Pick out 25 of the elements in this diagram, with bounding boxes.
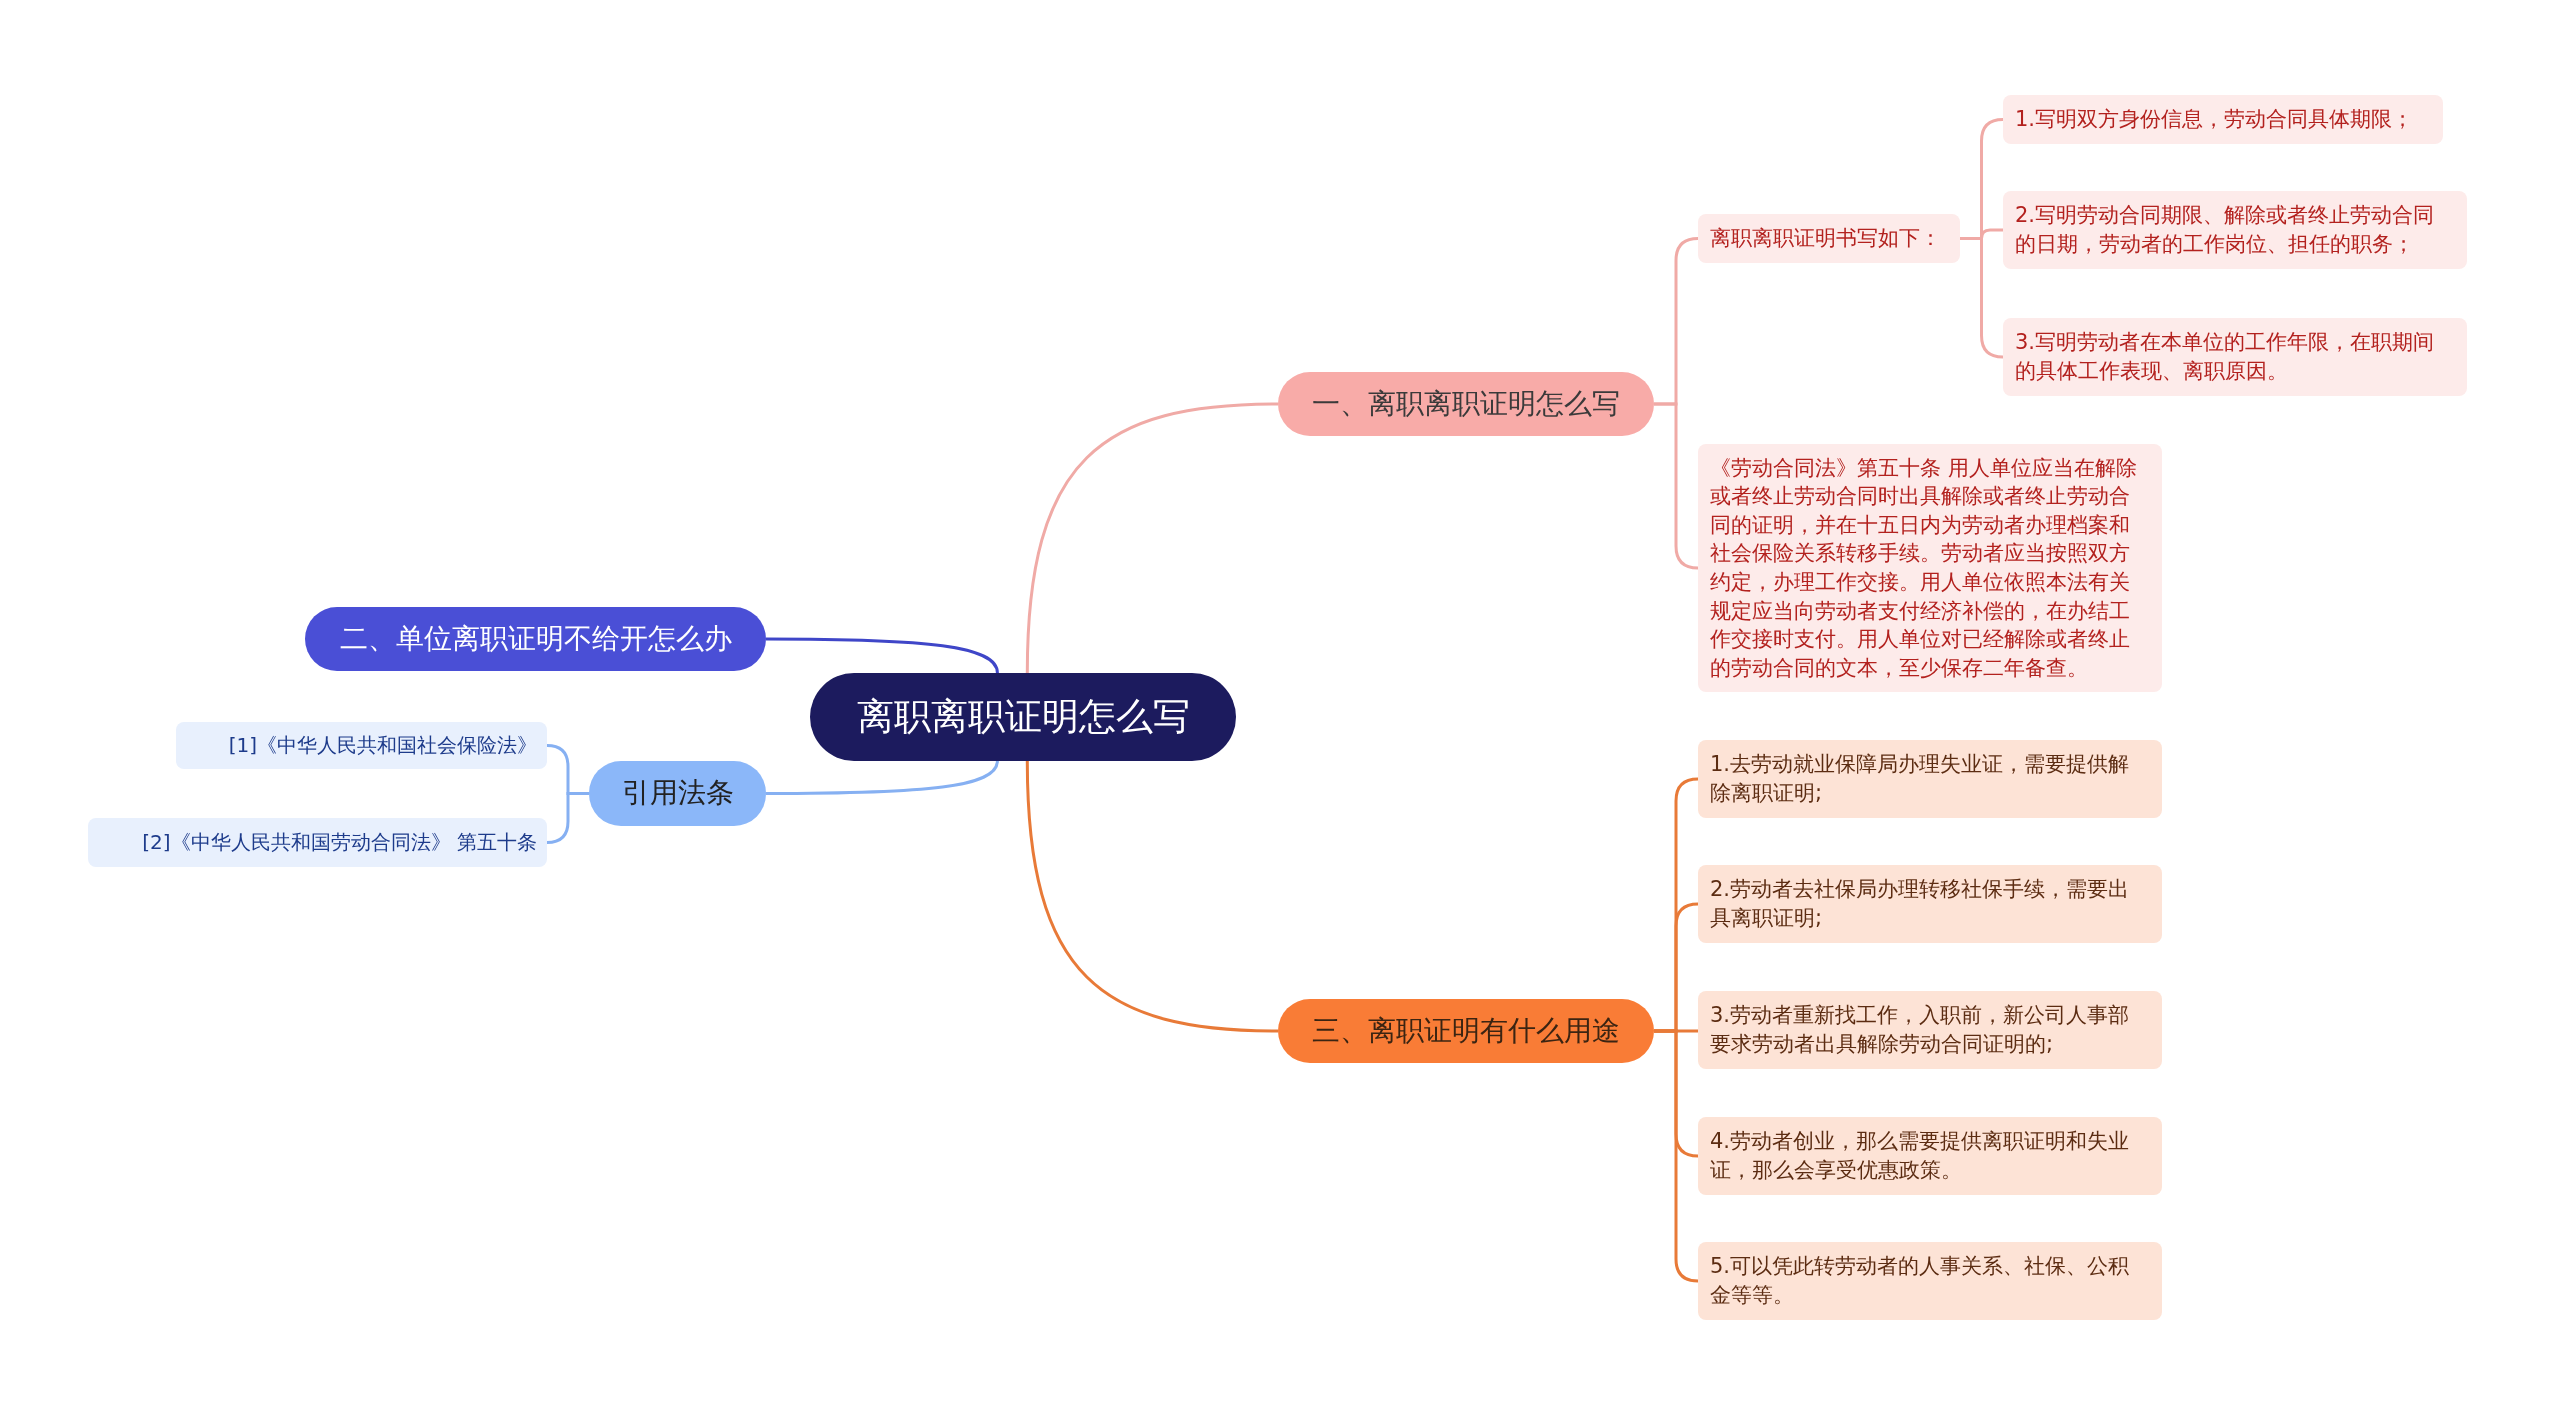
branch-line xyxy=(545,792,589,844)
subtopic-card: 3.写明劳动者在本单位的工作年限，在职期间的具体工作表现、离职原因。 xyxy=(2003,318,2467,396)
subtopic-card: 离职离职证明书写如下： xyxy=(1698,214,1960,263)
subtopic-card: 5.可以凭此转劳动者的人事关系、社保、公积金等等。 xyxy=(1698,1242,2162,1320)
branch-line xyxy=(766,637,999,674)
subtopic-card: 3.劳动者重新找工作，入职前，新公司人事部要求劳动者出具解除劳动合同证明的; xyxy=(1698,991,2162,1069)
reference-card: [1]《中华人民共和国社会保险法》 xyxy=(176,722,547,769)
branch-line xyxy=(1025,760,1279,1033)
main-topic: 三、离职证明有什么用途 xyxy=(1278,999,1654,1063)
main-topic: 二、单位离职证明不给开怎么办 xyxy=(305,607,766,671)
branch-line xyxy=(766,760,999,795)
subtopic-card: 1.去劳动就业保障局办理失业证，需要提供解除离职证明; xyxy=(1698,740,2162,818)
subtopic-card: 4.劳动者创业，那么需要提供离职证明和失业证，那么会享受优惠政策。 xyxy=(1698,1117,2162,1195)
subtopic-card: 《劳动合同法》第五十条 用人单位应当在解除或者终止劳动合同时出具解除或者终止劳动合同的证明，并在十五日内为劳动者办理档案和社会保险关系转移手续。劳动者应当按照双方约定，办理工作交接。用人单位依照本法有关规定应当向劳动者支付经济补偿的，在办结工作交接时支付。用人单位对已经解除或者终止的劳动合同的文本，至少保存二年备查。 xyxy=(1698,444,2162,692)
main-topic: 引用法条 xyxy=(589,761,766,826)
branch-line xyxy=(1654,1029,1700,1283)
subtopic-card: 2.写明劳动合同期限、解除或者终止劳动合同的日期，劳动者的工作岗位、担任的职务； xyxy=(2003,191,2467,269)
branch-line xyxy=(1960,237,2005,359)
branch-line xyxy=(1654,402,1700,570)
central-topic: 离职离职证明怎么写 xyxy=(810,673,1236,761)
reference-card: [2]《中华人民共和国劳动合同法》 第五十条 xyxy=(88,818,547,867)
branch-line xyxy=(1025,402,1279,674)
main-topic: 一、离职离职证明怎么写 xyxy=(1278,372,1654,436)
subtopic-card: 1.写明双方身份信息，劳动合同具体期限； xyxy=(2003,95,2443,144)
subtopic-card: 2.劳动者去社保局办理转移社保手续，需要出具离职证明; xyxy=(1698,865,2162,943)
